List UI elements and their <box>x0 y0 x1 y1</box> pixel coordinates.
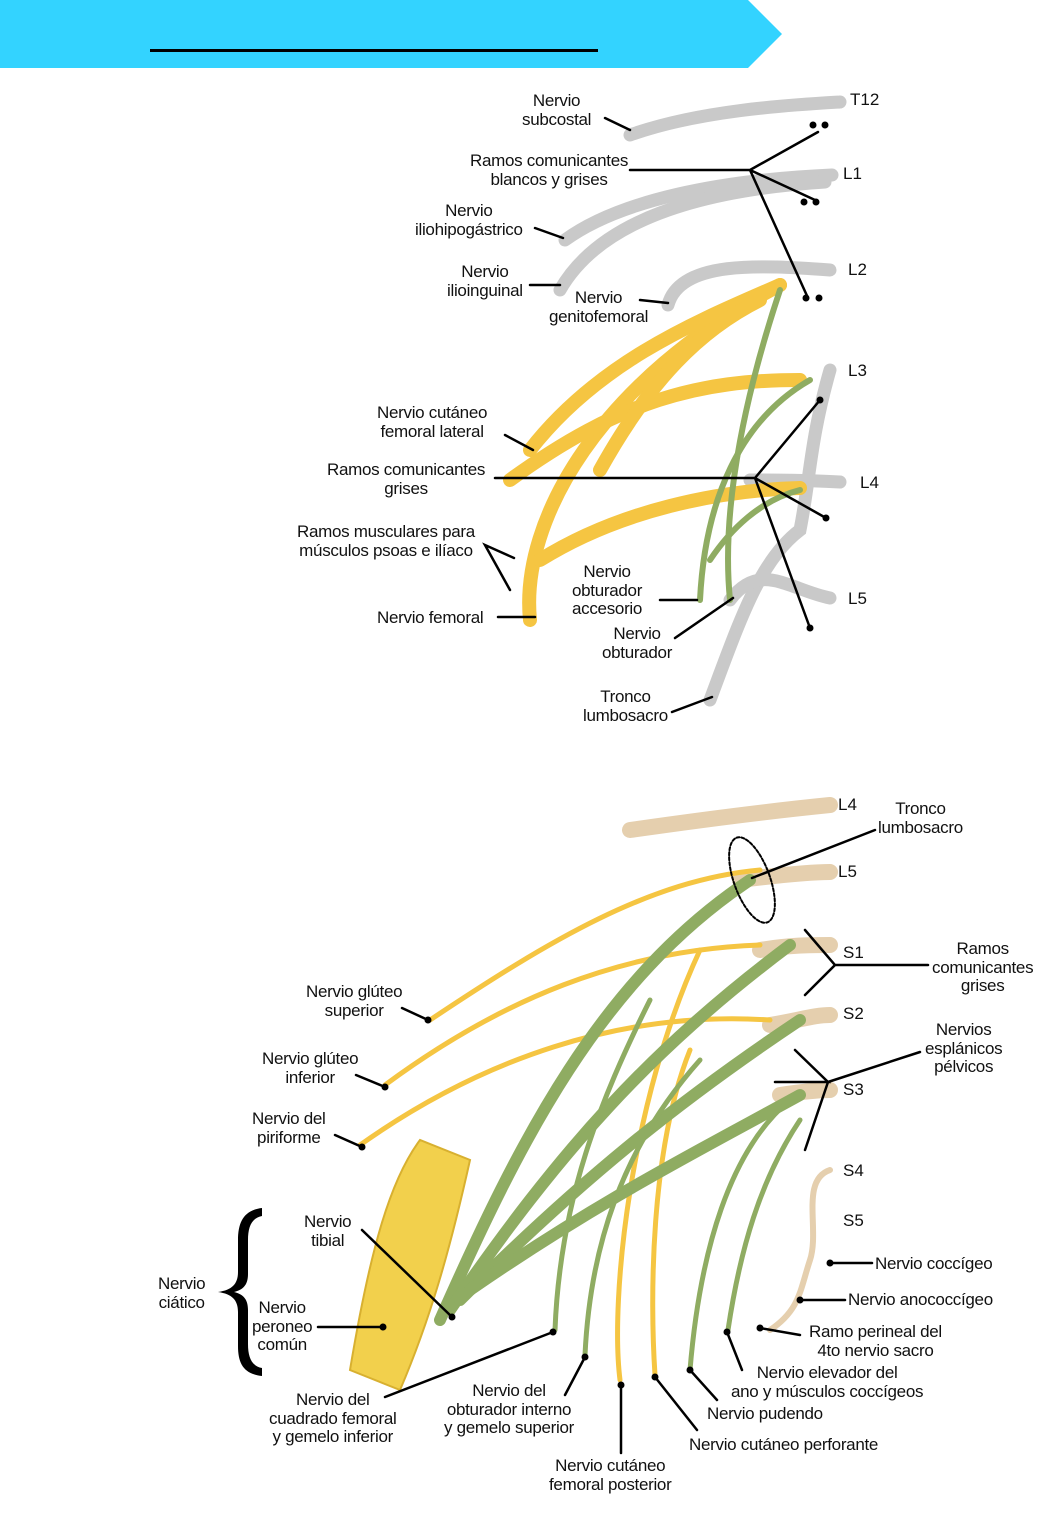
label-gluteo-inferior: Nervio glúteo inferior <box>262 1049 359 1087</box>
segment-label: S5 <box>843 1211 864 1230</box>
label-ramos-blancos-grises: Ramos comunicantes blancos y grises <box>470 151 629 189</box>
label-obturador-accesorio: Nervio obturador accesorio <box>572 562 643 618</box>
segment-label: L2 <box>848 260 867 279</box>
sacral-plexus-green <box>434 874 806 1326</box>
segment-label: L5 <box>848 589 867 608</box>
segment-label: S3 <box>843 1080 864 1099</box>
label-piriforme: Nervio del piriforme <box>252 1109 326 1147</box>
lumbar-plexus-green <box>697 287 813 603</box>
label-ramos-grises: Ramos comunicantes grises <box>327 460 486 498</box>
label-gluteo-superior: Nervio glúteo superior <box>306 982 403 1020</box>
label-cutaneo-perforante: Nervio cutáneo perforante <box>689 1435 879 1454</box>
segment-label: S1 <box>843 943 864 962</box>
label-subcostal: Nervio subcostal <box>522 91 592 129</box>
label-cutaneo-femoral-posterior: Nervio cutáneo femoral posterior <box>549 1456 672 1494</box>
label-peroneo-comun: Nervio peroneo común <box>252 1298 313 1354</box>
lumbosacral-ring <box>728 836 776 924</box>
label-tronco-lumbosacro-sacral: Tronco lumbosacro <box>878 799 963 837</box>
label-cutaneo-femoral-lateral: Nervio cutáneo femoral lateral <box>377 403 488 441</box>
label-esplanicos-pelvicos: Nervios esplánicos pélvicos <box>925 1020 1003 1076</box>
label-anococcigeo: Nervio anococcígeo <box>848 1290 993 1309</box>
sciatic-trunk <box>348 1138 472 1392</box>
label-iliohipogastrico: Nervio iliohipogástrico <box>415 201 523 239</box>
lumbar-plexus-yellow <box>503 278 807 627</box>
segment-label: T12 <box>850 90 880 109</box>
label-ilioinguinal: Nervio ilioinguinal <box>447 262 523 300</box>
segment-label: S4 <box>843 1161 864 1180</box>
label-ciatico: Nervio ciático <box>158 1274 206 1312</box>
label-obturador: Nervio obturador <box>602 624 673 662</box>
lumbar-leader-dots <box>800 121 830 632</box>
label-coccigeo: Nervio coccígeo <box>875 1254 993 1273</box>
label-genitofemoral: Nervio genitofemoral <box>549 288 649 326</box>
label-ramo-perineal: Ramo perineal del 4to nervio sacro <box>809 1322 942 1360</box>
lumbar-plexus-gray <box>553 95 847 707</box>
label-tibial: Nervio tibial <box>304 1212 352 1250</box>
sacral-coccygeal-tan <box>767 1167 833 1333</box>
lumbar-leader-lines <box>482 116 828 714</box>
label-ramos-musculares: Ramos musculares para músculos psoas e i… <box>297 522 475 560</box>
label-tronco-lumbosacro: Tronco lumbosacro <box>583 687 668 725</box>
header-banner <box>0 0 782 68</box>
segment-label: L1 <box>843 164 862 183</box>
brace-icon <box>218 1208 262 1376</box>
segment-label: L4 <box>860 473 879 492</box>
sacral-branches-green <box>552 997 803 1373</box>
label-femoral: Nervio femoral <box>377 608 484 627</box>
label-ramos-comunicantes-grises: Ramos comunicantes grises <box>932 939 1034 995</box>
segment-label: S2 <box>843 1004 864 1023</box>
label-pudendo: Nervio pudendo <box>707 1404 823 1423</box>
label-cuadrado-femoral: Nervio del cuadrado femoral y gemelo inf… <box>269 1390 397 1446</box>
segment-label: L5 <box>838 862 857 881</box>
segment-label: L4 <box>838 795 857 814</box>
sacral-leader-dots <box>358 1016 834 1389</box>
label-elevador-ano: Nervio elevador del ano y músculos coccí… <box>731 1363 924 1401</box>
title-underline <box>150 49 598 52</box>
sacral-leader-lines <box>316 828 930 1455</box>
segment-label: L3 <box>848 361 867 380</box>
label-obturador-interno: Nervio del obturador interno y gemelo su… <box>444 1381 575 1437</box>
